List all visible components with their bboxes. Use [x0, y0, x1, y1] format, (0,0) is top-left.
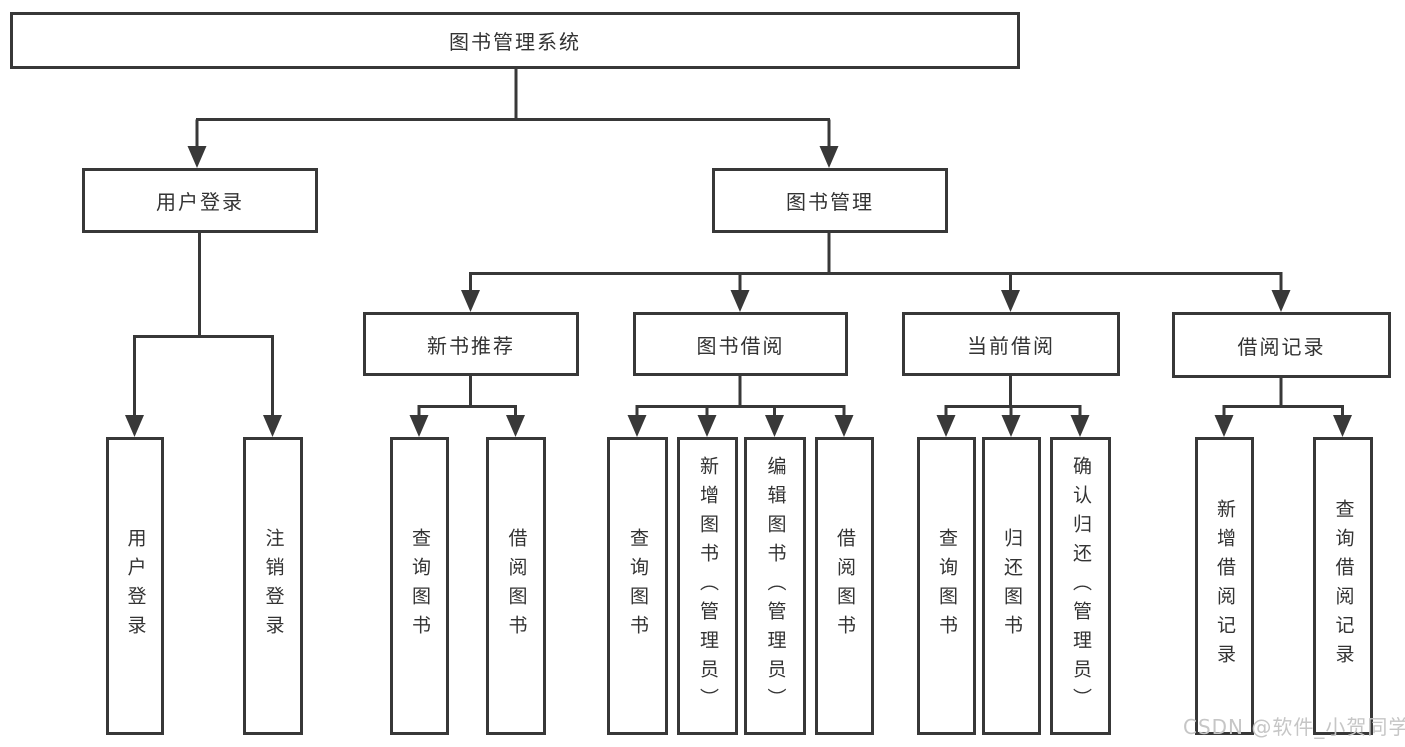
leaf-user-login: 用户登录 — [106, 437, 164, 735]
node-book-management: 图书管理 — [712, 168, 948, 233]
leaf-confirm-return-admin: 确认归还（管理员） — [1050, 437, 1111, 735]
leaf-label: 借阅图书 — [505, 528, 528, 644]
node-library-system: 图书管理系统 — [10, 12, 1020, 69]
leaf-label: 编辑图书（管理员） — [764, 455, 787, 717]
node-user-login: 用户登录 — [82, 168, 318, 233]
node-label: 图书借阅 — [696, 333, 785, 358]
leaf-label: 归还图书 — [1001, 528, 1023, 644]
leaf-current-query-books: 查询图书 — [917, 437, 976, 735]
leaf-recommend-query-books: 查询图书 — [390, 437, 449, 735]
leaf-label: 查询图书 — [409, 528, 431, 644]
leaf-label: 新增借阅记录 — [1214, 499, 1236, 673]
leaf-recommend-borrow-books: 借阅图书 — [486, 437, 546, 735]
node-label: 图书管理系统 — [449, 30, 581, 54]
leaf-edit-books-admin: 编辑图书（管理员） — [744, 437, 806, 735]
leaf-label: 用户登录 — [124, 528, 147, 644]
leaf-label: 查询借阅记录 — [1332, 499, 1355, 673]
leaf-label: 注销登录 — [262, 528, 285, 644]
leaf-label: 新增图书（管理员） — [697, 455, 719, 717]
leaf-add-books-admin: 新增图书（管理员） — [677, 437, 738, 735]
node-label: 用户登录 — [156, 190, 244, 214]
leaf-query-borrow-record: 查询借阅记录 — [1313, 437, 1373, 735]
leaf-add-borrow-record: 新增借阅记录 — [1195, 437, 1254, 735]
node-label: 当前借阅 — [967, 333, 1055, 358]
node-label: 图书管理 — [786, 190, 874, 214]
node-label: 借阅记录 — [1237, 334, 1326, 359]
node-borrow-records: 借阅记录 — [1172, 312, 1391, 378]
leaf-borrow-books: 借阅图书 — [815, 437, 874, 735]
node-label: 新书推荐 — [427, 333, 515, 358]
leaf-return-books: 归还图书 — [982, 437, 1041, 735]
leaf-label: 确认归还（管理员） — [1070, 455, 1092, 717]
leaf-label: 查询图书 — [627, 528, 649, 644]
leaf-borrow-query-books: 查询图书 — [607, 437, 668, 735]
node-book-borrow: 图书借阅 — [633, 312, 848, 376]
node-current-borrow: 当前借阅 — [902, 312, 1120, 376]
leaf-label: 借阅图书 — [834, 528, 856, 644]
leaf-logout: 注销登录 — [243, 437, 303, 735]
watermark: CSDN @软件_小贺同学 — [1183, 715, 1405, 739]
leaf-label: 查询图书 — [936, 528, 958, 644]
node-new-book-recommend: 新书推荐 — [363, 312, 579, 376]
